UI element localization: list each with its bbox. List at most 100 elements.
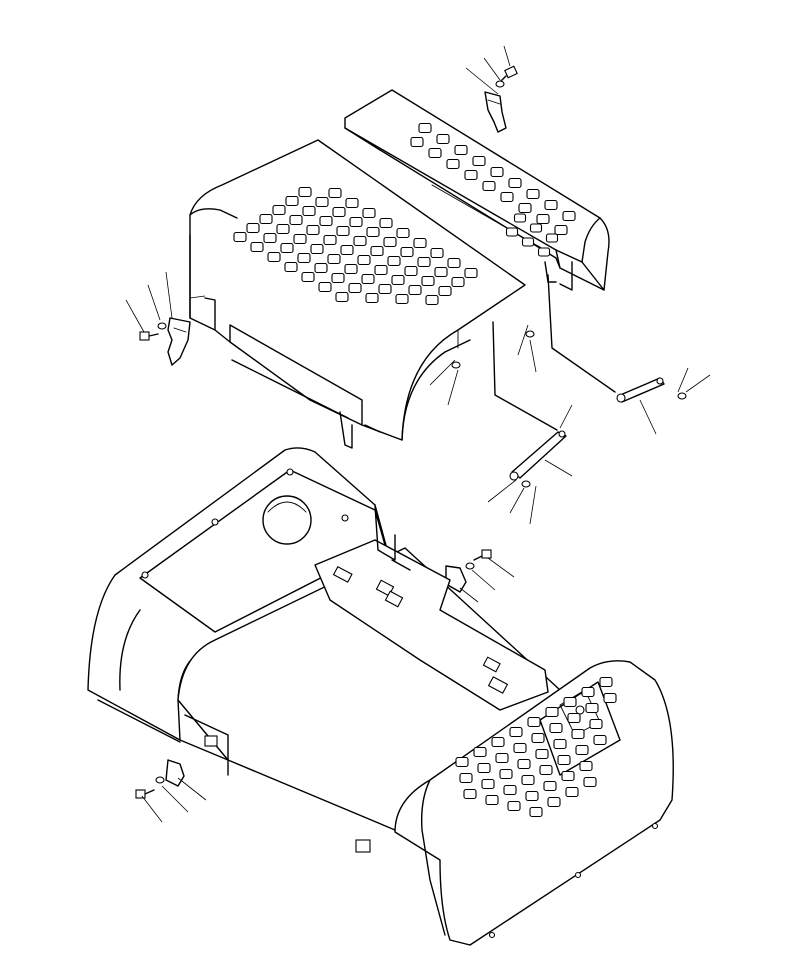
vent-slot [585, 702, 599, 714]
vent-slot [583, 776, 597, 788]
vent-slot [536, 213, 550, 225]
vent-slot [349, 216, 363, 228]
vent-slot [507, 800, 521, 812]
vent-slot [525, 790, 539, 802]
vent-slot [332, 206, 346, 218]
vent-slot [503, 784, 517, 796]
leader-lines [125, 45, 711, 823]
vent-slot [276, 223, 290, 235]
vent-slot [491, 736, 505, 748]
vent-slot [529, 223, 543, 233]
cover-latch-right [484, 91, 507, 133]
support-rod-front [492, 321, 567, 481]
vent-slot [284, 261, 298, 273]
vent-slot [310, 243, 324, 255]
vent-slot [455, 756, 469, 768]
vent-slot [293, 233, 307, 245]
vent-slot [344, 263, 358, 275]
vent-slot [434, 266, 448, 278]
vent-slot [513, 213, 527, 223]
vent-slot [425, 294, 439, 306]
vent-slot [499, 768, 513, 780]
vent-slot [357, 254, 371, 266]
vent-slot [298, 186, 312, 198]
vent-slot [318, 281, 332, 293]
vent-slot [517, 758, 531, 770]
vent-slot [565, 786, 579, 798]
vent-slot [505, 227, 519, 237]
vent-slot [436, 133, 450, 145]
vent-slot [395, 293, 409, 305]
vent-slot [430, 247, 444, 259]
vent-slot [400, 246, 414, 258]
vent-slot [509, 726, 523, 738]
vent-slot [563, 696, 577, 708]
vent-slot [495, 752, 509, 764]
vent-slot [353, 235, 367, 247]
vent-slot [379, 217, 393, 229]
vent-slot [319, 215, 333, 227]
vent-slot [464, 267, 478, 279]
vent-slot [459, 772, 473, 784]
vent-slot [280, 242, 294, 254]
support-rod-rear [547, 274, 665, 403]
rear-cover-vent-slots [410, 122, 576, 257]
vent-slot [391, 274, 405, 286]
vent-slot [418, 122, 432, 134]
upper-top-cover [189, 139, 526, 449]
upper-rear-cover [344, 89, 610, 291]
vent-slot [593, 734, 607, 746]
vent-slot [387, 255, 401, 267]
vent-slot [481, 778, 495, 790]
vent-slot [589, 718, 603, 730]
vent-slot [537, 247, 551, 257]
hood-vent-slots [455, 676, 617, 818]
vent-slot [428, 147, 442, 159]
cover-latch-front [165, 759, 185, 787]
vent-slot [438, 285, 452, 297]
vent-slot [408, 284, 422, 296]
vent-slot [553, 738, 567, 750]
vent-slot [323, 234, 337, 246]
vent-slot [464, 169, 478, 181]
vent-slot [331, 272, 345, 284]
vent-slot [259, 213, 273, 225]
vent-slot [543, 780, 557, 792]
vent-slot [482, 180, 496, 192]
vent-slot [603, 692, 617, 704]
vent-slot [348, 282, 362, 294]
vent-slot [545, 233, 559, 243]
engine-hood [87, 447, 674, 946]
vent-slot [361, 273, 375, 285]
vent-slot [477, 762, 491, 774]
vent-slot [362, 207, 376, 219]
vent-slot [472, 155, 486, 167]
vent-slot [306, 224, 320, 236]
vent-slot [545, 706, 559, 718]
vent-slot [374, 264, 388, 276]
vent-slot [473, 746, 487, 758]
vent-slot [250, 241, 264, 253]
vent-slot [413, 237, 427, 249]
vent-slot [446, 158, 460, 170]
vent-slot [454, 144, 468, 156]
vent-slot [447, 257, 461, 269]
vent-slot [421, 275, 435, 287]
hardware [135, 65, 687, 799]
vent-slot [297, 252, 311, 264]
vent-slot [366, 226, 380, 238]
vent-slot [490, 166, 504, 178]
vent-slot [463, 788, 477, 800]
vent-slot [451, 276, 465, 288]
vent-slot [500, 191, 514, 203]
vent-slot [328, 187, 342, 199]
vent-slot [340, 244, 354, 256]
vent-slot [335, 291, 349, 303]
vent-slot [513, 742, 527, 754]
vent-slot [267, 251, 281, 263]
vent-slot [314, 262, 328, 274]
vent-slot [285, 195, 299, 207]
vent-slot [549, 722, 563, 734]
vent-slot [531, 732, 545, 744]
